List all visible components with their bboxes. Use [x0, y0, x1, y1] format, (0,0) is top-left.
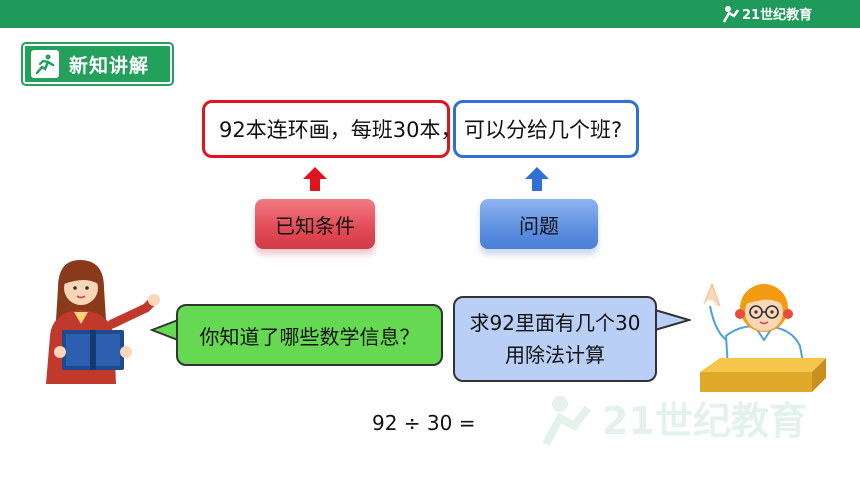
student-bubble-tail [653, 308, 691, 332]
section-title: 新知讲解 [69, 54, 150, 77]
known-condition-tag: 已知条件 [255, 199, 375, 249]
brand-text: 21世纪教育 [742, 7, 812, 23]
question-box: 可以分给几个班? [453, 100, 639, 158]
problem-tag: 问题 [480, 199, 598, 249]
student-figure [700, 282, 826, 392]
teacher-figure [46, 260, 160, 384]
up-arrow-blue-icon [525, 167, 549, 191]
division-equation: 92 ÷ 30 = [372, 411, 476, 435]
watermark-text: 21世纪教育 [602, 399, 807, 443]
teacher-speech-bubble: 你知道了哪些数学信息？ [176, 304, 443, 366]
student-speech-bubble: 求92里面有几个30 用除法计算 [453, 296, 657, 382]
condition-box: 92本连环画，每班30本， [202, 100, 461, 158]
section-badge: 新知讲解 [23, 44, 172, 84]
top-header-band [0, 0, 860, 28]
student-line-2: 用除法计算 [505, 343, 605, 367]
watermark-logo: 21世纪教育 [542, 396, 807, 446]
runner-icon [31, 50, 59, 78]
up-arrow-red-icon [303, 167, 327, 191]
student-line-1: 求92里面有几个30 [469, 311, 641, 335]
brand-logo: 21世纪教育 [722, 6, 812, 23]
